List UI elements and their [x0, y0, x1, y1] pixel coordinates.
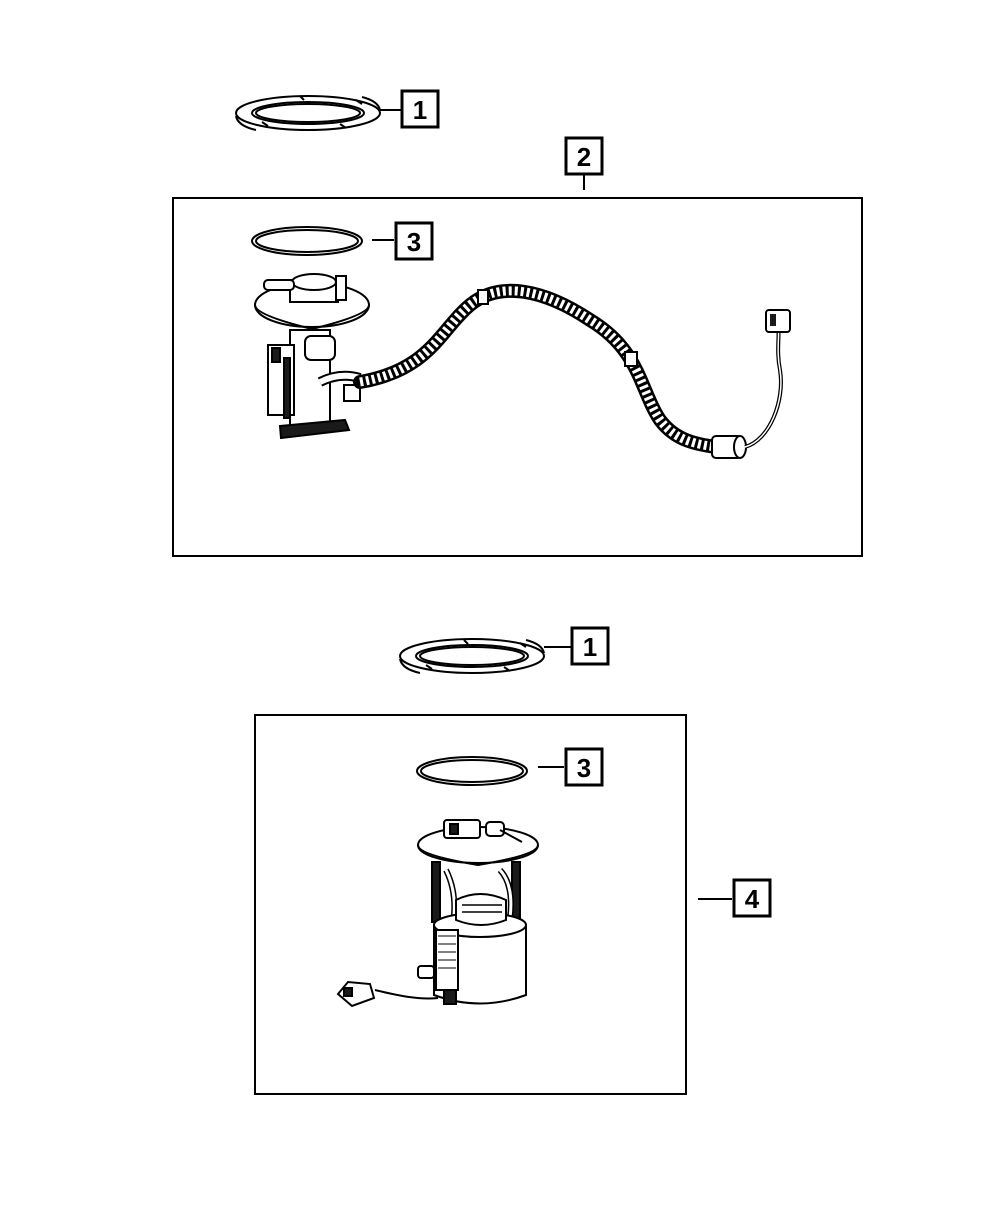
callout-label-1-top: 1 — [413, 95, 427, 125]
assembly-frame-bottom — [254, 714, 687, 1095]
callout-box-1-bottom: 1 — [570, 626, 610, 666]
lock-ring-top — [235, 95, 381, 131]
lock-ring-bottom — [399, 638, 545, 674]
fuel-sender-top — [254, 273, 370, 440]
o-ring-bottom — [416, 756, 528, 786]
callout-label-2: 2 — [577, 142, 591, 172]
callout-box-1-top: 1 — [400, 89, 440, 129]
callout-label-3-top: 3 — [407, 227, 421, 257]
callout-label-3-bottom: 3 — [577, 753, 591, 783]
fuel-pump-module — [336, 819, 539, 1008]
callout-box-4: 4 — [732, 878, 772, 918]
callout-box-3-bottom: 3 — [564, 747, 604, 787]
callout-box-2: 2 — [564, 136, 604, 176]
o-ring-top — [251, 226, 363, 256]
callout-box-3-top: 3 — [394, 221, 434, 261]
wire-harness-top — [353, 283, 791, 459]
callout-label-1-bottom: 1 — [583, 632, 597, 662]
callout-label-4: 4 — [745, 884, 760, 914]
assembly-frame-top — [172, 197, 863, 557]
